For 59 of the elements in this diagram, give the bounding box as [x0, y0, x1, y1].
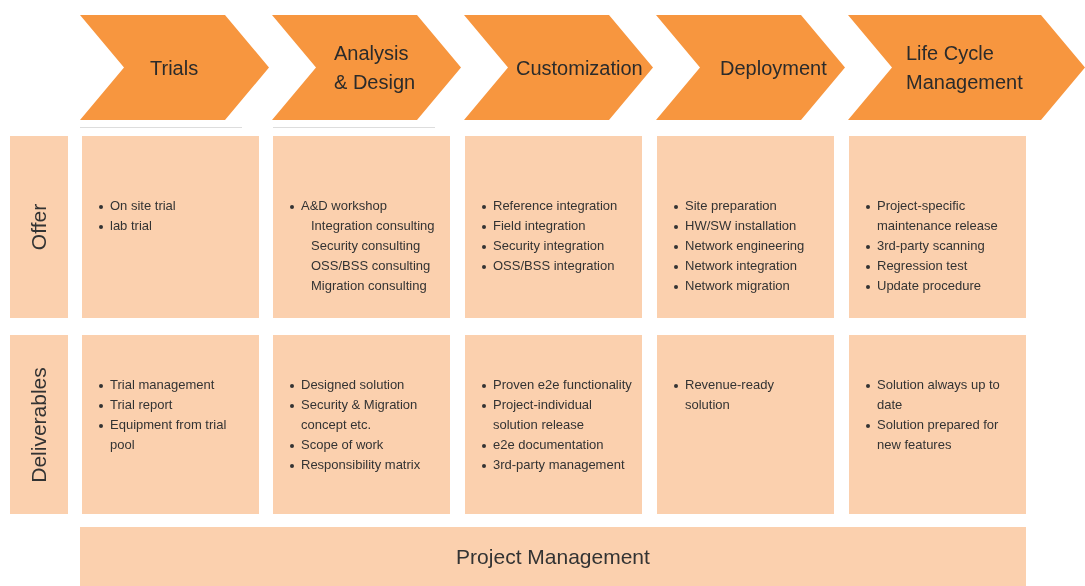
row-header-panel [10, 335, 68, 514]
row-header: Offer [27, 203, 51, 251]
list-item: On site trial [98, 196, 255, 216]
list-item: Network migration [673, 276, 830, 296]
stage-title: Analysis & Design [334, 40, 417, 95]
content-panel [82, 136, 259, 318]
list-item: Site preparation [673, 196, 830, 216]
list-item: Trial management [98, 375, 230, 395]
row-header-panel [10, 136, 68, 318]
list-item: Solution prepared for new features [865, 415, 1012, 455]
stage-title: Customization [516, 55, 643, 80]
stage-banner [656, 15, 845, 120]
list-item: Designed solution [289, 375, 446, 395]
list-item: OSS/BSS integration [481, 256, 638, 276]
list-item: Solution always up to date [865, 375, 1012, 415]
bar-title: Project Management [456, 544, 650, 569]
list-item: Equipment from trial pool [98, 415, 230, 455]
content-panel [273, 335, 450, 514]
stage-banner [272, 15, 461, 120]
list-item: Update procedure [865, 276, 1022, 296]
list-item: A&D workshop [289, 196, 446, 216]
stage-title: Life Cycle Management [906, 40, 1024, 95]
list-item: Security & Migration concept etc. [289, 395, 446, 435]
content-panel [657, 136, 834, 318]
list-item: Reference integration [481, 196, 638, 216]
content-panel [273, 136, 450, 318]
list-item: Integration consulting [310, 217, 436, 235]
list-item: Network engineering [673, 236, 830, 256]
list-item: Regression test [865, 256, 1022, 276]
list-item: Network integration [673, 256, 830, 276]
content-panel [82, 335, 259, 514]
list-item: lab trial [98, 216, 255, 236]
list-item: HW/SW installation [673, 216, 830, 236]
stage-title: Trials [150, 55, 199, 80]
list-item: 3rd-party management [481, 455, 638, 475]
stage-banner [80, 15, 269, 120]
content-panel [465, 335, 642, 514]
phase-bar [80, 527, 1026, 586]
row-header: Deliverables [27, 366, 51, 483]
list-item: Security integration [481, 236, 638, 256]
list-item: Proven e2e functionality [481, 375, 638, 395]
content-panel [657, 335, 834, 514]
stage-banner [848, 15, 1085, 120]
list-item: Migration consulting [310, 277, 428, 295]
list-item: Security consulting [310, 237, 422, 255]
list-item: e2e documentation [481, 435, 638, 455]
stage-banner [464, 15, 653, 120]
list-item: 3rd-party scanning [865, 236, 1022, 256]
list-item: Trial report [98, 395, 230, 415]
list-item: Revenue-ready solution [673, 375, 785, 415]
content-panel [849, 136, 1026, 318]
list-item: OSS/BSS consulting [310, 257, 432, 275]
list-item: Field integration [481, 216, 638, 236]
list-item: Scope of work [289, 435, 446, 455]
list-item: Project-specific maintenance release [865, 196, 1022, 236]
stage-title: Deployment [720, 55, 827, 81]
content-panel [465, 136, 642, 318]
list-item: Responsibility matrix [289, 455, 446, 475]
content-panel [849, 335, 1026, 514]
